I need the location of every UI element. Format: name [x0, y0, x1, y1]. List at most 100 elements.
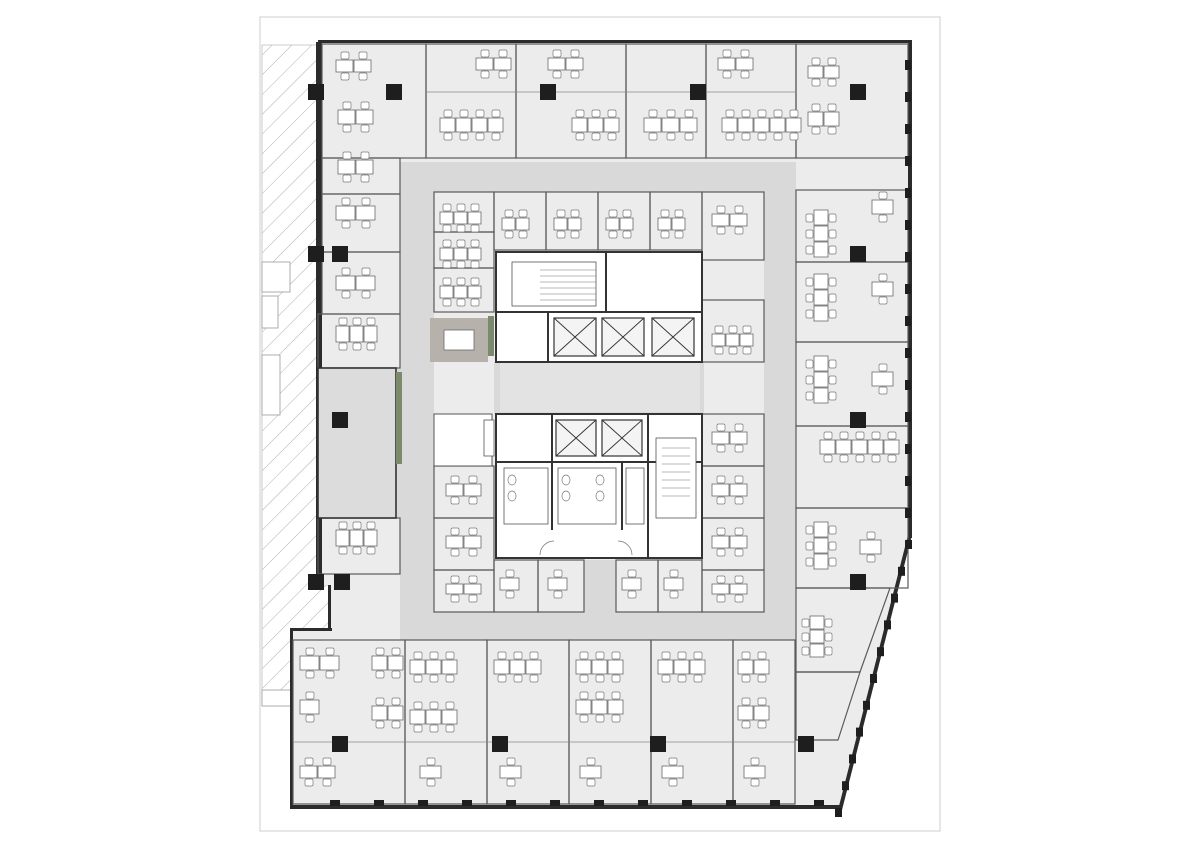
chair: [828, 245, 837, 255]
chair: [352, 546, 362, 555]
desk: [453, 285, 468, 299]
chair: [456, 260, 466, 269]
desk: [463, 535, 482, 549]
desk: [813, 355, 829, 372]
chair: [828, 541, 837, 551]
chair: [570, 49, 580, 58]
chair: [871, 431, 881, 440]
chair: [506, 778, 516, 787]
chair: [505, 590, 515, 599]
desk: [455, 117, 472, 133]
desk: [471, 117, 488, 133]
chair: [322, 757, 332, 766]
mullion: [682, 800, 692, 806]
chair: [878, 214, 888, 223]
chair: [338, 546, 348, 555]
chair: [358, 51, 368, 60]
chair: [750, 757, 760, 766]
chair: [595, 651, 605, 660]
desk: [501, 217, 516, 231]
mullion: [898, 566, 905, 576]
mullion: [374, 800, 384, 806]
chair: [684, 132, 694, 141]
chair: [498, 49, 508, 58]
chair: [391, 697, 401, 706]
chair: [518, 230, 528, 239]
desk: [711, 333, 726, 347]
column: [850, 574, 866, 590]
column: [650, 736, 666, 752]
desk: [355, 205, 376, 221]
chair: [611, 714, 621, 723]
mullion: [891, 593, 898, 603]
chair: [801, 632, 810, 642]
desk: [661, 117, 680, 133]
chair: [823, 454, 833, 463]
column: [850, 246, 866, 262]
chair: [579, 691, 589, 700]
chair: [445, 724, 455, 733]
chair: [338, 342, 348, 351]
chair: [579, 651, 589, 660]
chair: [878, 363, 888, 372]
chair: [342, 174, 352, 183]
chair: [595, 714, 605, 723]
desk: [769, 117, 786, 133]
chair: [734, 527, 744, 536]
desk: [467, 247, 482, 261]
column: [798, 736, 814, 752]
chair: [391, 647, 401, 656]
chair: [887, 431, 897, 440]
chair: [741, 697, 751, 706]
chair: [734, 444, 744, 453]
chair: [442, 260, 452, 269]
chair: [442, 298, 452, 307]
chair: [322, 778, 332, 787]
column: [386, 84, 402, 100]
desk: [809, 643, 825, 658]
chair: [360, 124, 370, 133]
chair: [470, 277, 480, 286]
chair: [468, 548, 478, 557]
desk: [579, 765, 602, 779]
chair: [757, 109, 767, 118]
chair: [579, 674, 589, 683]
chair: [366, 342, 376, 351]
mullion: [905, 124, 911, 134]
chair: [805, 557, 814, 567]
chair: [750, 778, 760, 787]
chair: [429, 651, 439, 660]
chair: [513, 674, 523, 683]
chair: [734, 475, 744, 484]
mullion: [863, 700, 870, 710]
chair: [734, 548, 744, 557]
desk: [823, 111, 840, 127]
desk: [753, 705, 770, 721]
desk: [565, 57, 584, 71]
stair-south: [655, 437, 697, 519]
desk: [673, 659, 690, 675]
chair: [722, 70, 732, 79]
chair: [570, 230, 580, 239]
desk: [871, 199, 894, 215]
desk: [661, 765, 684, 779]
desk: [299, 699, 320, 715]
chair: [591, 109, 601, 118]
chair: [468, 575, 478, 584]
chair: [716, 475, 726, 484]
chair: [773, 132, 783, 141]
chair: [429, 674, 439, 683]
chair: [716, 496, 726, 505]
chair: [824, 632, 833, 642]
desk: [711, 431, 730, 445]
chair: [504, 230, 514, 239]
mullion: [330, 800, 340, 806]
desk: [871, 371, 894, 387]
desk: [493, 659, 510, 675]
desk: [835, 439, 852, 455]
chair: [391, 670, 401, 679]
chair: [442, 203, 452, 212]
mullion: [905, 348, 911, 358]
desk: [509, 659, 526, 675]
